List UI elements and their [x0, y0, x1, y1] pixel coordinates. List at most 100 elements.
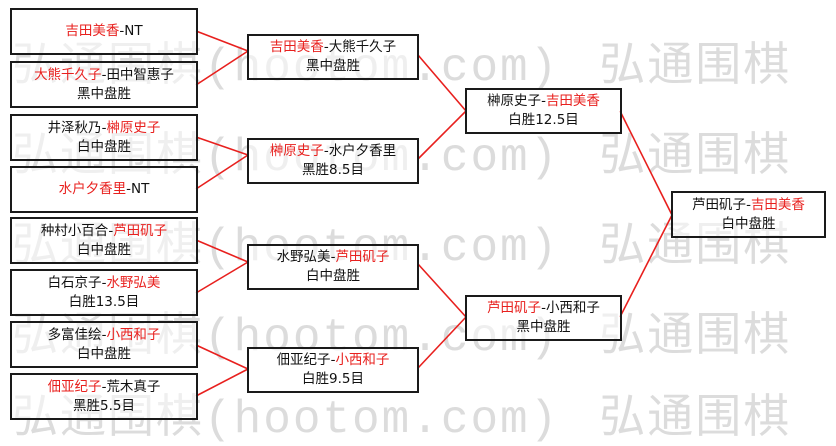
player-1: 大熊千久子 — [34, 66, 102, 83]
connector-line — [195, 239, 249, 263]
match-box: 佃亚纪子-小西和子 白胜9.5目 — [247, 347, 419, 393]
player-2: 小西和子 — [106, 326, 161, 343]
connector-line — [619, 214, 673, 318]
match-box: 吉田美香-NT — [10, 8, 198, 55]
player-1: 榊原史子 — [269, 143, 324, 159]
player-1: 芦田矶子 — [692, 196, 747, 213]
separator: - — [323, 39, 329, 55]
player-1: 井泽秋乃 — [47, 119, 102, 136]
match-box: 种村小百合-芦田矶子 白中盘胜 — [10, 217, 198, 264]
match-box: 大熊千久子-田中智惠子 黑中盘胜 — [10, 61, 198, 108]
connector-line — [417, 110, 467, 160]
player-1: 佃亚纪子 — [47, 378, 102, 395]
separator: - — [541, 93, 546, 109]
player-2: 吉田美香 — [545, 93, 600, 109]
match-box: 井泽秋乃-榊原史子 白中盘胜 — [10, 114, 198, 161]
match-result: 白中盘胜 — [77, 241, 131, 258]
connector-line — [195, 154, 249, 190]
match-box: 榊原史子-水户夕香里 黑胜8.5目 — [247, 138, 419, 184]
match-box: 水户夕香里-NT — [10, 166, 198, 213]
player-2: 荒木真子 — [106, 378, 161, 395]
match-players: 榊原史子-水户夕香里 — [270, 142, 396, 161]
player-1: 榊原史子 — [487, 93, 542, 109]
connector-line — [195, 50, 249, 86]
match-result: 黑中盘胜 — [306, 58, 360, 74]
match-players: 水野弘美-芦田矶子 — [277, 248, 390, 267]
match-result: 白胜12.5目 — [508, 112, 579, 128]
match-result: 白中盘胜 — [77, 138, 131, 155]
player-2: 吉田美香 — [750, 196, 805, 213]
player-2: NT — [131, 181, 150, 197]
match-result: 黑胜5.5目 — [73, 397, 135, 414]
match-result: 黑中盘胜 — [77, 85, 131, 102]
player-2: 榊原史子 — [106, 119, 161, 136]
match-players: 大熊千久子-田中智惠子 — [34, 66, 174, 85]
match-players: 吉田美香-NT — [65, 22, 142, 41]
connector-line — [195, 136, 249, 156]
match-result: 白胜13.5目 — [68, 293, 140, 310]
connector-line — [417, 54, 467, 112]
player-1: 吉田美香 — [65, 23, 120, 39]
player-1: 种村小百合 — [40, 222, 109, 239]
match-players: 白石京子-水野弘美 — [48, 274, 161, 293]
separator: - — [323, 143, 329, 159]
match-result: 白中盘胜 — [721, 215, 776, 232]
match-players: 榊原史子-吉田美香 — [487, 92, 600, 111]
separator: - — [101, 274, 107, 291]
bracket-connectors — [195, 30, 673, 397]
player-1: 芦田矶子 — [487, 300, 542, 316]
match-result: 白胜9.5目 — [302, 371, 364, 387]
separator: - — [108, 222, 114, 239]
player-2: 芦田矶子 — [113, 222, 168, 239]
match-players: 芦田矶子-吉田美香 — [692, 196, 805, 215]
player-1: 水户夕香里 — [58, 181, 127, 197]
match-box: 佃亚纪子-荒木真子 黑胜5.5目 — [10, 373, 198, 420]
separator: - — [101, 119, 107, 136]
separator: - — [330, 352, 336, 368]
player-1: 水野弘美 — [276, 249, 331, 265]
connector-line — [195, 261, 249, 294]
player-2: NT — [124, 23, 143, 39]
match-result: 白中盘胜 — [306, 268, 360, 284]
match-box: 水野弘美-芦田矶子 白中盘胜 — [247, 244, 419, 290]
match-result: 黑中盘胜 — [516, 319, 571, 335]
match-result: 黑胜8.5目 — [302, 162, 364, 178]
connector-line — [195, 30, 249, 52]
match-box: 榊原史子-吉田美香 白胜12.5目 — [465, 88, 622, 134]
connector-line — [195, 368, 249, 397]
player-1: 多富佳绘 — [47, 326, 102, 343]
connector-line — [417, 316, 467, 369]
match-players: 佃亚纪子-小西和子 — [277, 351, 390, 370]
player-2: 水野弘美 — [106, 274, 161, 291]
player-2: 小西和子 — [335, 352, 390, 368]
separator: - — [101, 66, 107, 83]
player-2: 大熊千久子 — [328, 39, 397, 55]
separator: - — [119, 23, 125, 39]
separator: - — [541, 300, 546, 316]
match-box: 吉田美香-大熊千久子 黑中盘胜 — [247, 34, 419, 80]
match-players: 佃亚纪子-荒木真子 — [48, 378, 161, 397]
player-1: 吉田美香 — [269, 39, 324, 55]
match-box: 芦田矶子-小西和子 黑中盘胜 — [465, 295, 622, 341]
player-2: 芦田矶子 — [335, 249, 390, 265]
match-result: 白中盘胜 — [77, 345, 131, 362]
player-2: 田中智惠子 — [106, 66, 174, 83]
match-players: 井泽秋乃-榊原史子 — [48, 119, 161, 138]
separator: - — [126, 181, 131, 197]
separator: - — [746, 196, 751, 213]
player-1: 白石京子 — [47, 274, 102, 291]
match-players: 种村小百合-芦田矶子 — [41, 222, 167, 241]
match-players: 多富佳绘-小西和子 — [48, 326, 161, 345]
match-players: 芦田矶子-小西和子 — [487, 299, 600, 318]
separator: - — [101, 378, 107, 395]
connector-line — [417, 263, 467, 318]
match-box: 白石京子-水野弘美 白胜13.5目 — [10, 269, 198, 316]
connector-line — [195, 344, 249, 370]
player-2: 水户夕香里 — [328, 143, 397, 159]
separator: - — [330, 249, 336, 265]
match-box-final: 芦田矶子-吉田美香 白中盘胜 — [671, 191, 826, 238]
match-box: 多富佳绘-小西和子 白中盘胜 — [10, 321, 198, 368]
match-players: 吉田美香-大熊千久子 — [270, 38, 396, 57]
match-players: 水户夕香里-NT — [59, 180, 150, 199]
player-2: 小西和子 — [545, 300, 600, 316]
